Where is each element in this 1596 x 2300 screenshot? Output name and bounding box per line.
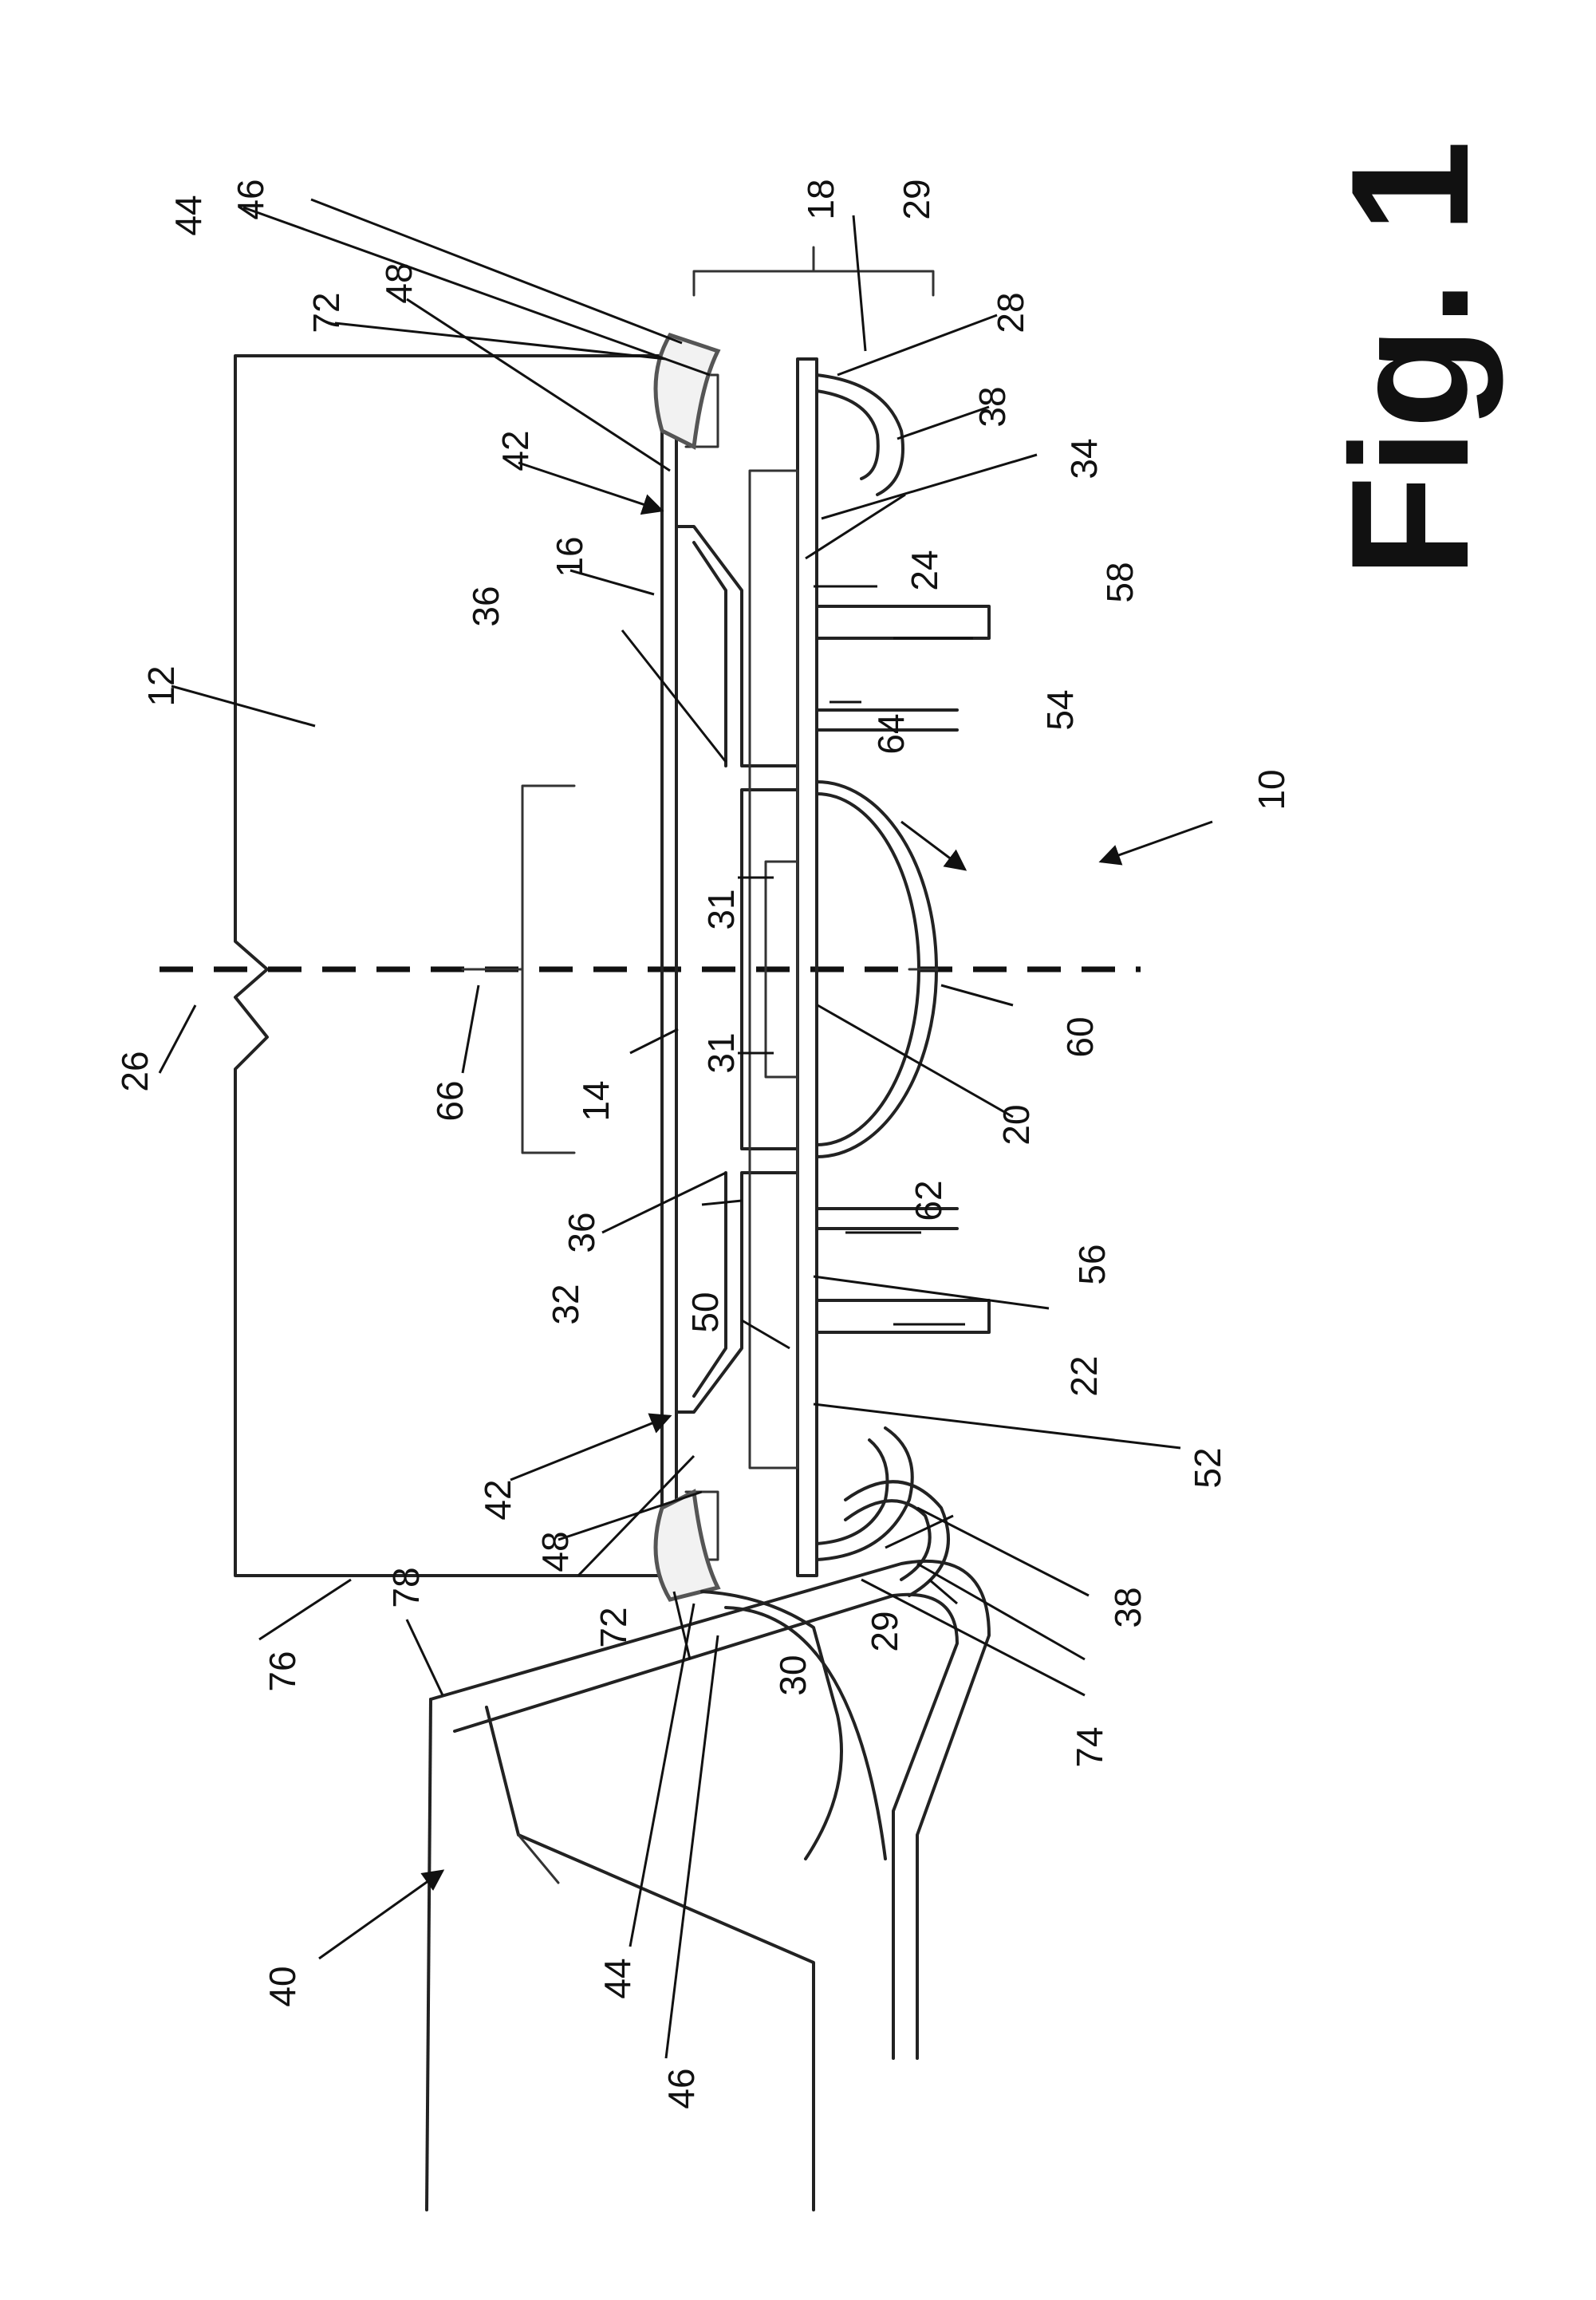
label-31-bottom: 31 [700,1032,742,1073]
bracket-18 [694,247,933,295]
leader-lines [160,199,1212,2058]
panel-12 [235,356,662,1576]
label-30: 30 [772,1655,814,1695]
label-66: 66 [429,1080,471,1121]
label-78: 78 [385,1567,427,1608]
hook-28 [817,375,903,495]
label-40: 40 [262,1966,303,2006]
label-46-bottom: 46 [660,2068,702,2109]
label-44-bottom: 44 [597,1958,638,1998]
clip-40 [427,1481,989,2210]
label-50: 50 [684,1292,726,1332]
label-12: 12 [140,665,182,706]
label-72-bottom: 72 [593,1607,634,1647]
label-18: 18 [800,179,841,219]
label-54: 54 [1039,689,1081,730]
label-74: 74 [1069,1726,1110,1767]
label-32: 32 [545,1284,586,1324]
label-52: 52 [1187,1447,1228,1488]
label-42-top: 42 [495,430,536,471]
label-29-bottom: 29 [864,1611,905,1651]
label-44-top: 44 [167,195,209,235]
label-72-top: 72 [305,292,347,333]
label-60: 60 [1059,1016,1101,1057]
label-38-top: 38 [971,386,1013,427]
label-46-top: 46 [230,179,271,219]
reference-labels: 12 26 66 14 16 36 36 42 42 48 48 72 72 4… [114,179,1292,2109]
label-29-top: 29 [896,179,937,219]
hook-30 [817,1428,912,1560]
label-48-top: 48 [378,262,420,303]
label-28: 28 [990,292,1031,333]
label-24: 24 [904,550,945,590]
label-20: 20 [995,1104,1037,1145]
label-10: 10 [1251,769,1292,810]
label-62: 62 [908,1180,949,1221]
label-38-bottom: 38 [1107,1587,1149,1627]
label-14: 14 [575,1080,617,1121]
label-26: 26 [114,1051,156,1091]
label-31-top: 31 [700,889,742,929]
label-16: 16 [549,536,590,577]
label-22: 22 [1063,1355,1105,1396]
figure-title: Fig. 1 [1316,140,1503,578]
label-48-bottom: 48 [534,1531,576,1572]
label-76: 76 [262,1651,303,1691]
label-34: 34 [1063,438,1105,479]
label-42-bottom: 42 [477,1479,518,1520]
label-56: 56 [1071,1244,1113,1284]
label-58: 58 [1099,562,1141,602]
label-36-bottom: 36 [561,1212,602,1253]
label-36-top: 36 [465,586,506,626]
label-64: 64 [870,713,912,754]
